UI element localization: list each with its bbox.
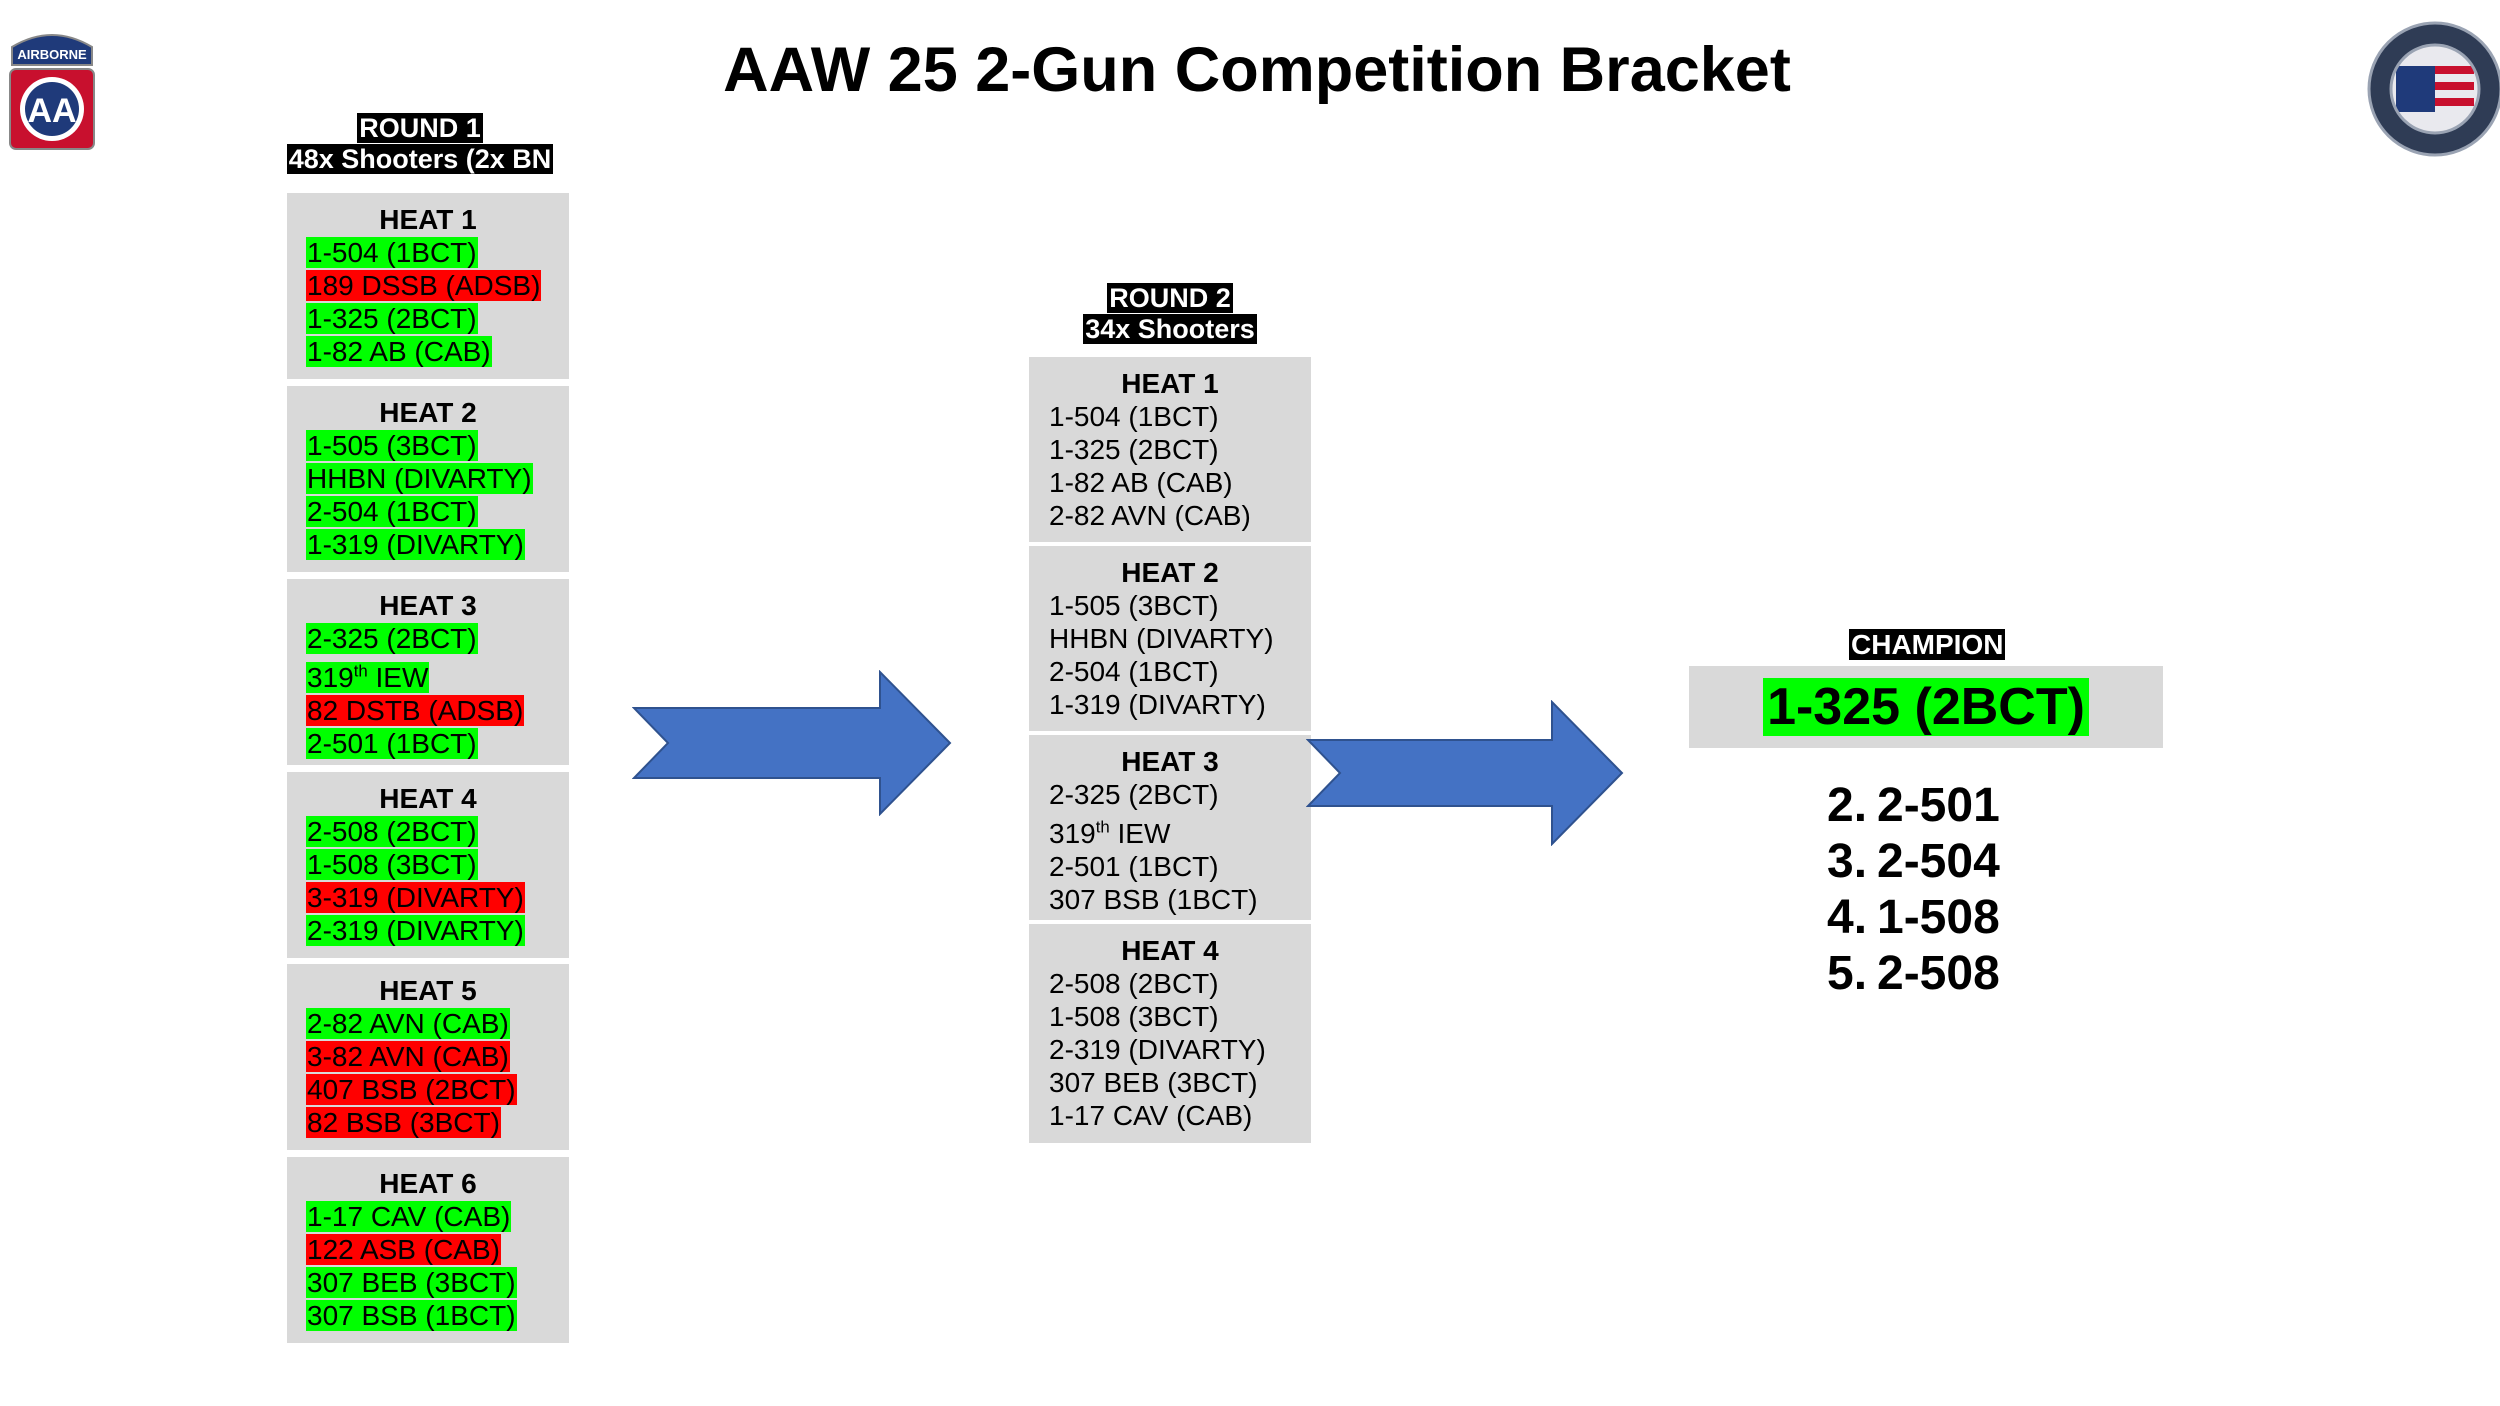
placing-row: 2.2-501 [1827,778,2000,834]
heat-entry-advance: 2-501 (1BCT) [306,728,478,760]
airborne-tab-text: AIRBORNE [17,47,87,62]
arrow-round2-to-champion [1306,700,1624,846]
heat-entry-advance: 307 BEB (3BCT) [306,1267,517,1298]
heat-entry-eliminated: 189 DSSB (ADSB) [306,270,542,301]
heat-entry: 2-82 AVN (CAB) [1049,500,1251,531]
placing-rank: 3. [1827,835,1868,888]
placing-unit: 2-501 [1877,779,2000,832]
heat-entry: 1-82 AB (CAB) [1049,467,1233,498]
heat-entry: 1-319 (DIVARTY) [1049,689,1266,720]
heat-entry: 1-504 (1BCT) [1049,401,1219,432]
airborne-aa-patch-icon: AIRBORNE AA [9,34,95,150]
heat-entry-advance: 307 BSB (1BCT) [306,1300,517,1331]
heat-entry: 2-504 (1BCT) [1049,656,1219,687]
heat-entry: 1-508 (3BCT) [1049,1001,1219,1032]
heat-title: HEAT 4 [379,783,477,814]
heat-title: HEAT 6 [379,1168,477,1199]
heat-entry: 2-319 (DIVARTY) [1049,1034,1266,1065]
heat-entry-eliminated: 122 ASB (CAB) [306,1234,501,1265]
heat-title: HEAT 1 [1121,368,1219,399]
heat-title: HEAT 4 [1121,935,1219,966]
round2-shooters: 34x Shooters [1083,314,1257,344]
heat-entry: 2-501 (1BCT) [1049,851,1219,883]
heat-entry-advance: 1-505 (3BCT) [306,430,478,461]
heat-entry: 319th IEW [1049,818,1171,850]
round1-shooters: 48x Shooters (2x BN [286,144,554,174]
heat-entry-advance: 2-508 (2BCT) [306,816,478,847]
placing-unit: 1-508 [1877,891,2000,944]
placing-unit: 2-508 [1877,947,2000,1000]
placing-rank: 5. [1827,947,1868,1000]
heat-entry-advance: 2-325 (2BCT) [306,623,478,654]
heat-entry-advance: 2-319 (DIVARTY) [306,915,525,946]
heat-entry: 307 BSB (1BCT) [1049,884,1258,916]
heat-entry-eliminated: 82 BSB (3BCT) [306,1107,501,1138]
heat-title: HEAT 3 [379,590,477,621]
heat-entry: 2-508 (2BCT) [1049,968,1219,999]
heat-title: HEAT 1 [379,204,477,235]
placing-rank: 4. [1827,891,1868,944]
heat-entry-advance: 319th IEW [306,662,430,694]
round2-label: ROUND 2 34x Shooters [1029,283,1311,345]
heat-entry-eliminated: 407 BSB (2BCT) [306,1074,517,1105]
heat-entry: 1-17 CAV (CAB) [1049,1100,1253,1131]
heat-entry-advance: HHBN (DIVARTY) [306,463,533,494]
heat-entry-advance: 1-325 (2BCT) [306,303,478,334]
placing-row: 4.1-508 [1827,890,2000,946]
heat-entry-advance: 2-504 (1BCT) [306,496,478,527]
heat-entry-advance: 1-504 (1BCT) [306,237,478,268]
heat-title: HEAT 5 [379,975,477,1006]
heat-title: HEAT 3 [1121,746,1219,777]
page-title: AAW 25 2-Gun Competition Bracket [723,35,1791,105]
heat-title: HEAT 2 [1121,557,1219,588]
heat-entry-advance: 1-319 (DIVARTY) [306,529,525,560]
round1-title: ROUND 1 [357,113,483,143]
heat-entry-advance: 2-82 AVN (CAB) [306,1008,510,1039]
champion-label: CHAMPION [1849,629,2006,661]
round2-title: ROUND 2 [1107,283,1233,313]
arrow-round1-to-round2 [632,670,952,816]
heat-entry: 1-325 (2BCT) [1049,434,1219,465]
heat-entry-eliminated: 82 DSTB (ADSB) [306,695,525,727]
placing-row: 5.2-508 [1827,946,2000,1002]
82nd-airborne-division-seal-icon [2367,21,2500,157]
heat-entry: 2-325 (2BCT) [1049,779,1219,810]
heat-entry: HHBN (DIVARTY) [1049,623,1274,654]
champion-label-text: CHAMPION [1849,629,2006,660]
placing-row: 3.2-504 [1827,834,2000,890]
champion-box: 1-325 (2BCT) [1689,666,2163,748]
heat-entry-advance: 1-17 CAV (CAB) [306,1201,512,1232]
heat-title: HEAT 2 [379,397,477,428]
champion-name: 1-325 (2BCT) [1763,678,2089,736]
heat-entry-advance: 1-82 AB (CAB) [306,336,492,367]
heat-entry: 1-505 (3BCT) [1049,590,1219,621]
round1-label: ROUND 1 48x Shooters (2x BN [285,113,555,175]
placing-rank: 2. [1827,779,1868,832]
placing-unit: 2-504 [1877,835,2000,888]
heat-entry-eliminated: 3-319 (DIVARTY) [306,882,525,913]
heat-entry: 307 BEB (3BCT) [1049,1067,1258,1098]
heat-entry-advance: 1-508 (3BCT) [306,849,478,880]
aa-letters: AA [27,92,76,130]
heat-entry-eliminated: 3-82 AVN (CAB) [306,1041,510,1072]
